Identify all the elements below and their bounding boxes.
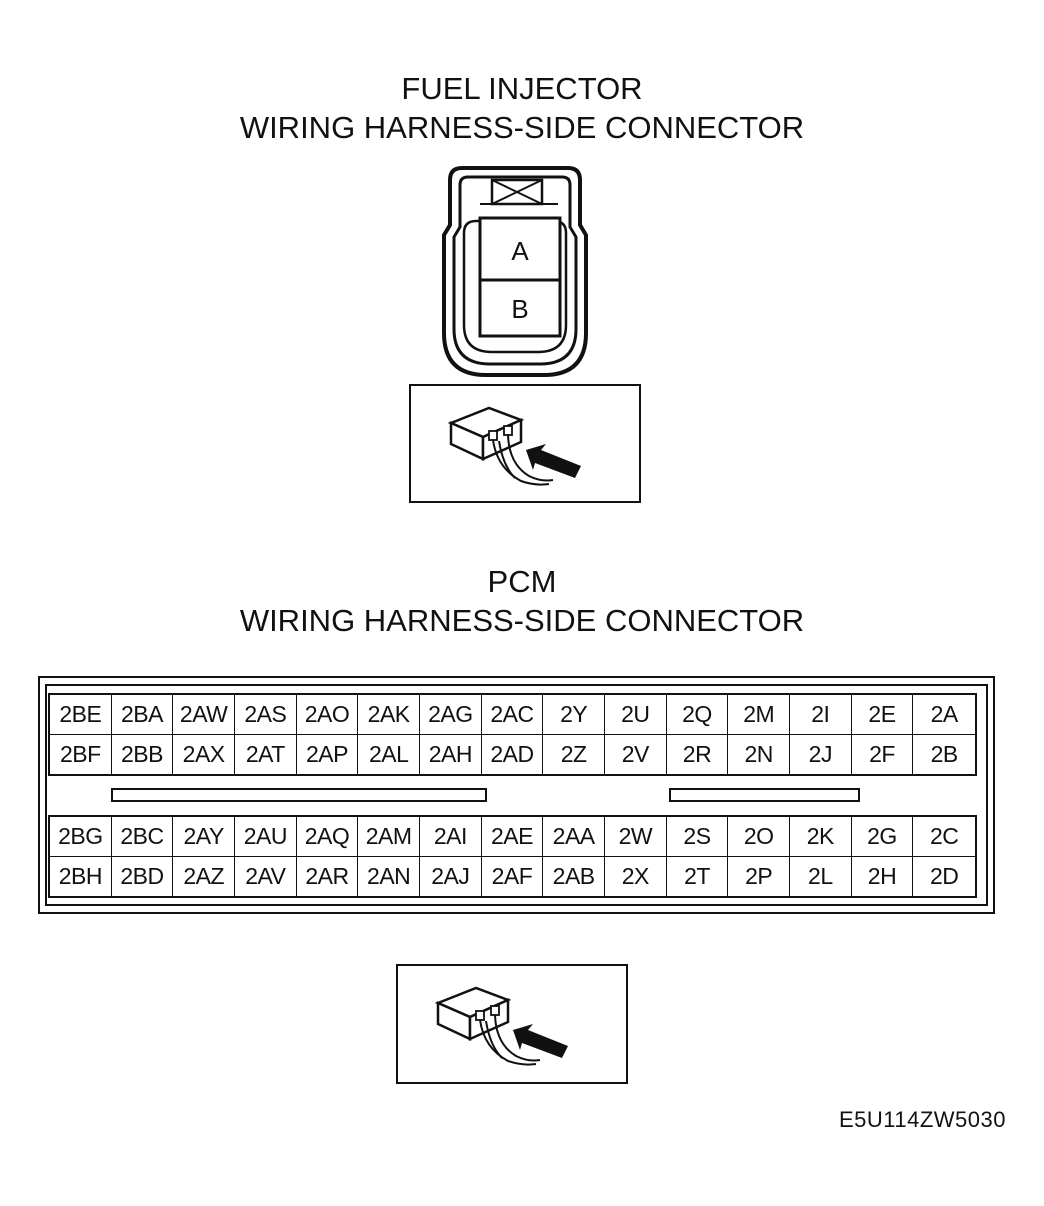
pcm-terminal: 2BF xyxy=(50,734,112,774)
pcm-terminal: 2BE xyxy=(50,695,112,735)
pcm-terminal: 2U xyxy=(605,695,667,735)
pcm-terminal: 2AF xyxy=(482,856,544,896)
pcm-terminal: 2AY xyxy=(173,817,235,857)
pcm-terminal: 2AA xyxy=(543,817,605,857)
pcm-terminal: 2AW xyxy=(173,695,235,735)
probe-diagram-injector xyxy=(409,384,641,503)
pcm-terminal: 2AN xyxy=(358,856,420,896)
pcm-terminal: 2D xyxy=(929,862,959,889)
pcm-terminal: 2AT xyxy=(235,734,297,774)
pcm-terminal: 2V xyxy=(605,734,667,774)
probe-diagram-pcm xyxy=(396,964,628,1084)
pcm-key-slot-right xyxy=(669,788,860,802)
pcm-terminal: 2BB xyxy=(112,734,174,774)
pcm-terminal: 2O xyxy=(728,817,790,857)
pcm-subtitle: WIRING HARNESS-SIDE CONNECTOR xyxy=(239,603,805,638)
pcm-terminal: 2K xyxy=(790,817,852,857)
pcm-terminal: 2AD xyxy=(482,734,544,774)
harness-side-probe-icon xyxy=(434,986,568,1066)
pcm-terminal: 2H xyxy=(852,856,914,896)
fuel-injector-title: FUEL INJECTOR xyxy=(401,71,643,106)
pcm-terminal: 2X xyxy=(605,856,667,896)
pcm-terminal: 2T xyxy=(667,856,729,896)
terminal-a-label: A xyxy=(511,236,529,266)
pcm-terminal: 2P xyxy=(728,856,790,896)
pcm-terminal: 2AB xyxy=(543,856,605,896)
pcm-terminal: 2AP xyxy=(297,734,359,774)
pcm-terminal: 2N xyxy=(728,734,790,774)
pcm-terminal: 2C xyxy=(913,817,975,857)
pcm-key-slot-left xyxy=(111,788,487,802)
figure-code: E5U114ZW5030 xyxy=(838,1107,1006,1132)
pcm-terminal: 2AC xyxy=(481,695,544,735)
pcm-terminal: 2BG xyxy=(50,817,112,857)
pcm-terminal: 2AO xyxy=(296,695,359,735)
pcm-terminal: 2AI xyxy=(420,817,482,857)
pcm-terminal: 2AM xyxy=(358,817,420,857)
pcm-terminal: 2AL xyxy=(358,734,420,774)
pcm-terminal: 2BD xyxy=(112,856,174,896)
pcm-terminal: 2W xyxy=(605,817,667,857)
harness-side-probe-icon xyxy=(447,406,581,486)
pcm-terminal: 2E xyxy=(851,695,914,735)
pcm-terminal: 2AK xyxy=(358,695,420,735)
pcm-connector-housing xyxy=(38,676,995,914)
pcm-connector-inner-frame xyxy=(45,684,988,906)
pcm-terminal: 2Z xyxy=(543,734,605,774)
pcm-terminal: 2A xyxy=(913,695,975,735)
pcm-terminal: 2BA xyxy=(111,695,174,735)
pcm-terminal: 2AR xyxy=(297,856,359,896)
pcm-terminal: 2G xyxy=(851,817,914,857)
pcm-terminal: 2AE xyxy=(481,817,544,857)
pcm-terminal: 2AH xyxy=(420,734,482,774)
pcm-terminal: 2AJ xyxy=(420,856,482,896)
pcm-terminal: 2AQ xyxy=(296,817,359,857)
pcm-terminal: 2I xyxy=(790,695,852,735)
pcm-terminal: 2L xyxy=(790,856,852,896)
pcm-terminal: 2AU xyxy=(235,817,297,857)
pcm-title: PCM xyxy=(487,564,557,599)
fuel-injector-subtitle: WIRING HARNESS-SIDE CONNECTOR xyxy=(239,110,805,145)
pcm-terminal: 2Y xyxy=(543,695,605,735)
terminal-b-label: B xyxy=(511,294,528,324)
pcm-terminal: 2AS xyxy=(235,695,297,735)
pcm-terminal: 2AV xyxy=(235,856,297,896)
pcm-terminal: 2Q xyxy=(666,695,729,735)
pcm-terminal: 2R xyxy=(667,734,729,774)
pcm-terminal: 2J xyxy=(790,734,852,774)
pcm-terminal: 2BH xyxy=(50,856,112,896)
pcm-terminal: 2AZ xyxy=(173,856,235,896)
pcm-terminal: 2B xyxy=(930,740,959,767)
pcm-terminal: 2F xyxy=(852,734,914,774)
pcm-terminal: 2S xyxy=(666,817,729,857)
fuel-injector-connector: A B xyxy=(442,166,588,377)
pcm-terminal: 2AX xyxy=(173,734,235,774)
pcm-terminal: 2M xyxy=(728,695,790,735)
pcm-terminal: 2AG xyxy=(420,695,482,735)
pcm-terminal: 2BC xyxy=(111,817,174,857)
